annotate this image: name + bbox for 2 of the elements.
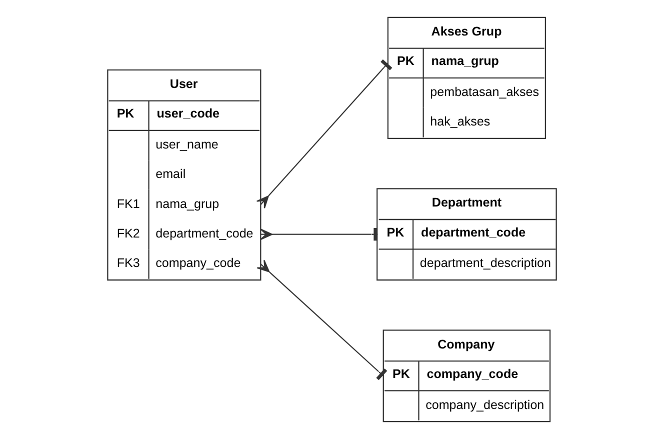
connector — [256, 59, 392, 209]
connector — [256, 260, 388, 380]
